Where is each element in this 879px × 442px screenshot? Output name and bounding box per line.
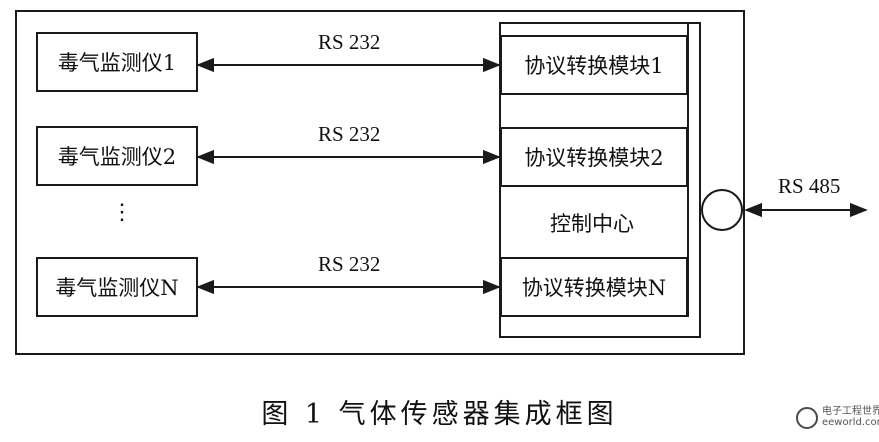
gas-monitor-n: 毒气监测仪N xyxy=(36,257,198,317)
rs485-connector xyxy=(701,189,743,231)
gas-monitor-1: 毒气监测仪1 xyxy=(36,32,198,92)
monitors-ellipsis: ⋮ xyxy=(111,200,133,225)
protocol-module-2-label: 协议转换模块2 xyxy=(524,146,664,170)
watermark-line1: 电子工程世界 xyxy=(822,406,879,417)
watermark: 电子工程世界 eeworld.com.cn xyxy=(822,406,879,428)
control-center-label: 控制中心 xyxy=(550,212,634,236)
gas-monitor-2: 毒气监测仪2 xyxy=(36,126,198,186)
rs232-label-1: RS 232 xyxy=(318,30,381,54)
gas-monitor-1-label: 毒气监测仪1 xyxy=(57,51,177,75)
figure-caption: 图 1 气体传感器集成框图 xyxy=(261,399,618,430)
protocol-module-n: 协议转换模块N xyxy=(500,257,688,317)
gas-monitor-n-label: 毒气监测仪N xyxy=(55,276,179,300)
gas-monitor-2-label: 毒气监测仪2 xyxy=(57,145,177,169)
system-frame xyxy=(15,10,745,355)
protocol-module-n-label: 协议转换模块N xyxy=(521,276,667,300)
protocol-module-1: 协议转换模块1 xyxy=(500,35,688,95)
watermark-line2: eeworld.com.cn xyxy=(822,417,879,428)
protocol-module-1-label: 协议转换模块1 xyxy=(524,54,664,78)
rs232-label-n: RS 232 xyxy=(318,252,381,276)
watermark-logo-icon xyxy=(796,407,818,429)
rs485-label: RS 485 xyxy=(778,174,841,198)
rs232-label-2: RS 232 xyxy=(318,122,381,146)
protocol-module-2: 协议转换模块2 xyxy=(500,127,688,187)
